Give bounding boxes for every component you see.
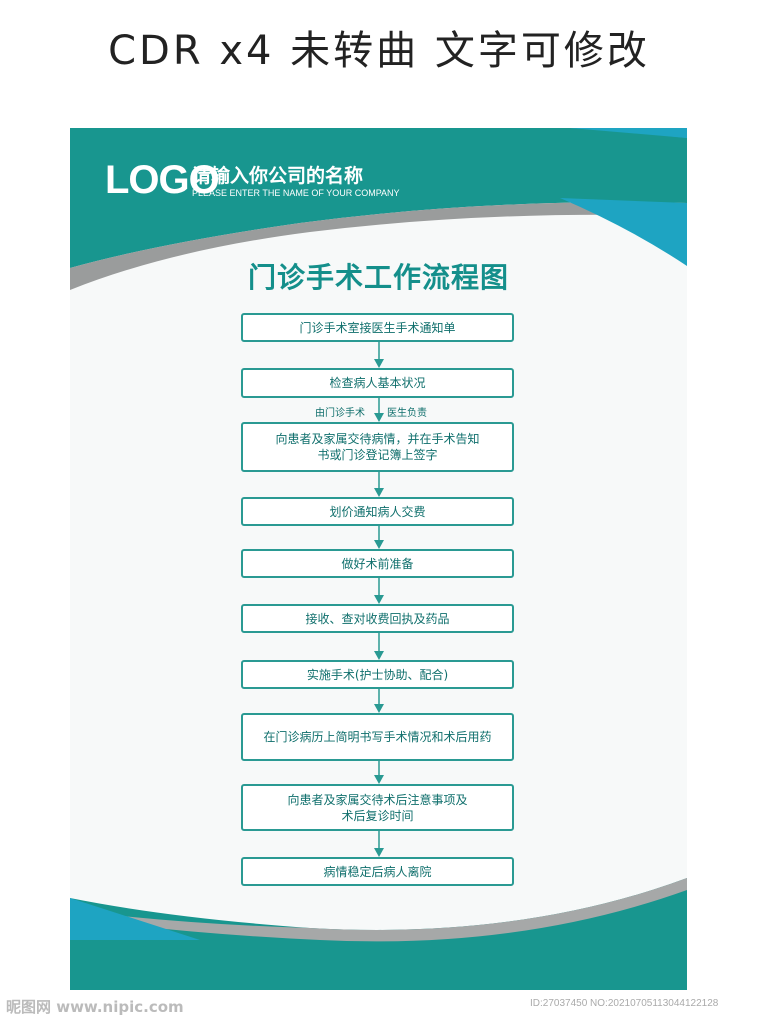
arrow-down-icon	[374, 526, 384, 549]
flow-step-label: 门诊手术室接医生手术通知单	[299, 320, 456, 335]
flow-step-4: 划价通知病人交费	[241, 497, 514, 526]
arrow-down-icon	[374, 578, 384, 604]
flow-step-label: 检查病人基本状况	[329, 376, 426, 390]
flow-step-6: 接收、查对收费回执及药品	[241, 604, 514, 633]
flow-step-label: 划价通知病人交费	[329, 504, 426, 519]
flow-step-label: 向患者及家属交待术后注意事项及 术后复诊时间	[287, 792, 468, 823]
watermark-id: ID:27037450 NO:20210705113044122128	[530, 998, 719, 1009]
watermark-site: 昵图网 www.nipic.com	[6, 998, 184, 1016]
flow-step-10: 病情稳定后病人离院	[241, 857, 514, 886]
arrow-down-icon	[374, 831, 384, 857]
poster: LOGO 请输入你公司的名称 PLEASE ENTER THE NAME OF …	[70, 128, 687, 990]
logo: LOGO	[105, 158, 220, 202]
company-name-english: PLEASE ENTER THE NAME OF YOUR COMPANY	[192, 188, 400, 198]
flow-step-label: 做好术前准备	[341, 556, 414, 571]
header-decoration	[70, 128, 687, 990]
flow-step-label: 在门诊病历上简明书写手术情况和术后用药	[263, 730, 492, 744]
arrow-down-icon	[374, 633, 384, 660]
flow-step-2: 检查病人基本状况	[241, 368, 514, 398]
flow-step-7: 实施手术(护士协助、配合)	[241, 660, 514, 689]
banner-title: CDR x4 未转曲 文字可修改	[108, 28, 650, 74]
side-note-right: 医生负责	[387, 408, 427, 419]
arrow-down-icon	[374, 472, 384, 497]
arrow-down-icon	[374, 342, 384, 368]
flow-step-3: 向患者及家属交待病情，并在手术告知 书或门诊登记簿上签字	[241, 422, 514, 472]
flow-step-5: 做好术前准备	[241, 549, 514, 578]
flow-step-label: 病情稳定后病人离院	[323, 864, 432, 879]
arrow-down-icon	[374, 761, 384, 784]
flow-step-1: 门诊手术室接医生手术通知单	[241, 313, 514, 342]
arrow-down-icon	[374, 398, 384, 422]
flow-step-label: 向患者及家属交待病情，并在手术告知 书或门诊登记簿上签字	[275, 432, 480, 462]
arrow-down-icon	[374, 689, 384, 713]
flowchart-title: 门诊手术工作流程图	[247, 261, 509, 294]
flow-step-8: 在门诊病历上简明书写手术情况和术后用药	[241, 713, 514, 761]
flow-step-label: 接收、查对收费回执及药品	[305, 611, 450, 626]
flow-step-label: 实施手术(护士协助、配合)	[306, 667, 449, 682]
flow-step-9: 向患者及家属交待术后注意事项及 术后复诊时间	[241, 784, 514, 831]
side-note-left: 由门诊手术	[315, 408, 365, 419]
company-name: 请输入你公司的名称	[192, 165, 364, 187]
